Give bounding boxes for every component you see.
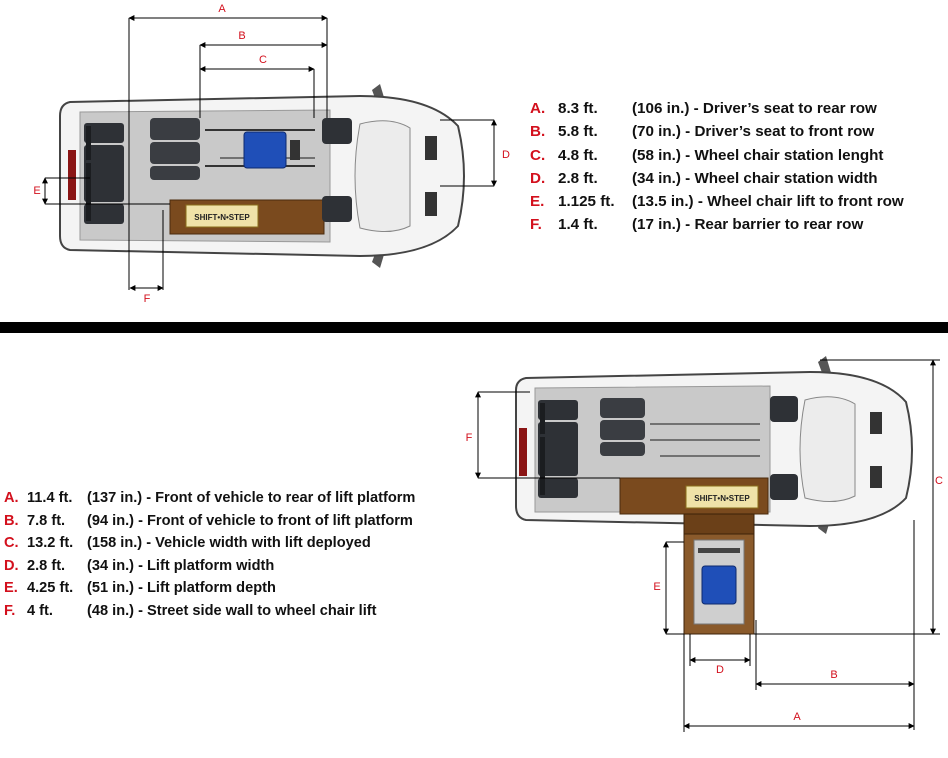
legend-item: B.7.8 ft.(94 in.) - Front of vehicle to …	[4, 512, 413, 529]
stowed-lift-platform: SHIFT•N•STEP	[169, 199, 325, 235]
dim-label-e-bottom: E	[653, 581, 660, 593]
van-top-view-upper: SHIFT•N•STEP	[59, 84, 465, 268]
legend-item: A.8.3 ft.(106 in.) - Driver’s seat to re…	[530, 100, 877, 117]
legend-bottom: A.11.4 ft.(137 in.) - Front of vehicle t…	[4, 487, 415, 622]
legend-item: F.1.4 ft.(17 in.) - Rear barrier to rear…	[530, 216, 864, 234]
dim-label-c-bottom: C	[935, 475, 943, 487]
section-divider	[0, 322, 948, 333]
dim-label-b-top: B	[238, 30, 245, 42]
legend-item: C.13.2 ft.(158 in.) - Vehicle width with…	[4, 535, 371, 551]
dim-label-f-top: F	[144, 293, 151, 305]
dimension-labels-top: A B C D E F	[33, 3, 510, 305]
legend-item: E.1.125 ft.(13.5 in.) - Wheel chair lift…	[530, 193, 904, 211]
legend-top: A.8.3 ft.(106 in.) - Driver’s seat to re…	[530, 97, 904, 237]
dim-label-d-bottom: D	[716, 664, 724, 676]
cab-seats-top	[322, 118, 437, 232]
legend-item: D.2.8 ft.(34 in.) - Lift platform width	[4, 557, 275, 574]
dimension-lines-bottom	[475, 359, 940, 732]
legend-item: D.2.8 ft.(34 in.) - Wheel chair station …	[530, 169, 878, 187]
legend-item: F.4 ft.(48 in.) - Street side wall to wh…	[4, 602, 377, 619]
dim-label-b-bottom: B	[830, 669, 837, 681]
dim-label-f-bottom: F	[466, 432, 473, 444]
dimension-lines-top	[42, 15, 497, 291]
dim-label-d-top: D	[502, 149, 510, 161]
dim-label-a-top: A	[218, 3, 226, 15]
legend-item: E.4.25 ft.(51 in.) - Lift platform depth	[4, 580, 276, 596]
dim-label-e-top: E	[33, 185, 40, 197]
dimension-labels-bottom: A B C D E F	[466, 432, 943, 723]
legend-item: A.11.4 ft.(137 in.) - Front of vehicle t…	[4, 490, 416, 506]
brand-plate-top: SHIFT•N•STEP	[194, 213, 250, 222]
dim-label-a-bottom: A	[793, 711, 801, 723]
front-passenger-row	[150, 118, 200, 180]
legend-item: B.5.8 ft.(70 in.) - Driver’s seat to fro…	[530, 123, 875, 141]
brand-plate-bottom: SHIFT•N•STEP	[694, 494, 750, 503]
legend-item: C.4.8 ft.(58 in.) - Wheel chair station …	[530, 146, 884, 164]
van-top-view-lower: SHIFT•N•STEP	[515, 356, 913, 534]
deployed-lift-platform	[683, 513, 755, 635]
wheelchair-station	[205, 129, 315, 169]
dim-label-c-top: C	[259, 54, 267, 66]
